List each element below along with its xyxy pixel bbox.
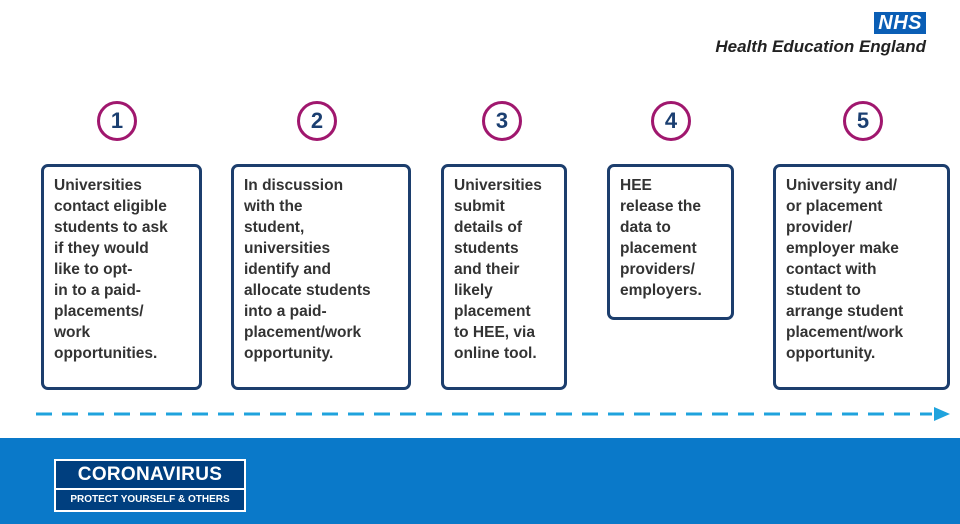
step-5-box: University and/ or placement provider/ e… (773, 164, 950, 390)
step-4-number: 4 (651, 101, 691, 141)
organisation-name: Health Education England (715, 37, 926, 56)
step-3-number: 3 (482, 101, 522, 141)
step-1-number: 1 (97, 101, 137, 141)
coronavirus-badge: CORONAVIRUS PROTECT YOURSELF & OTHERS (54, 459, 246, 512)
step-5-number: 5 (843, 101, 883, 141)
dashed-arrow-right-icon (36, 407, 950, 421)
nhs-logo: NHS (874, 12, 926, 34)
step-3-box: Universities submit details of students … (441, 164, 567, 390)
coronavirus-subtitle: PROTECT YOURSELF & OTHERS (70, 494, 230, 505)
step-1-box: Universities contact eligible students t… (41, 164, 202, 390)
step-2-number: 2 (297, 101, 337, 141)
coronavirus-title: CORONAVIRUS (56, 461, 244, 490)
step-4-box: HEE release the data to placement provid… (607, 164, 734, 320)
nhs-hee-logo: NHS Health Education England (715, 12, 926, 57)
step-2-box: In discussion with the student, universi… (231, 164, 411, 390)
